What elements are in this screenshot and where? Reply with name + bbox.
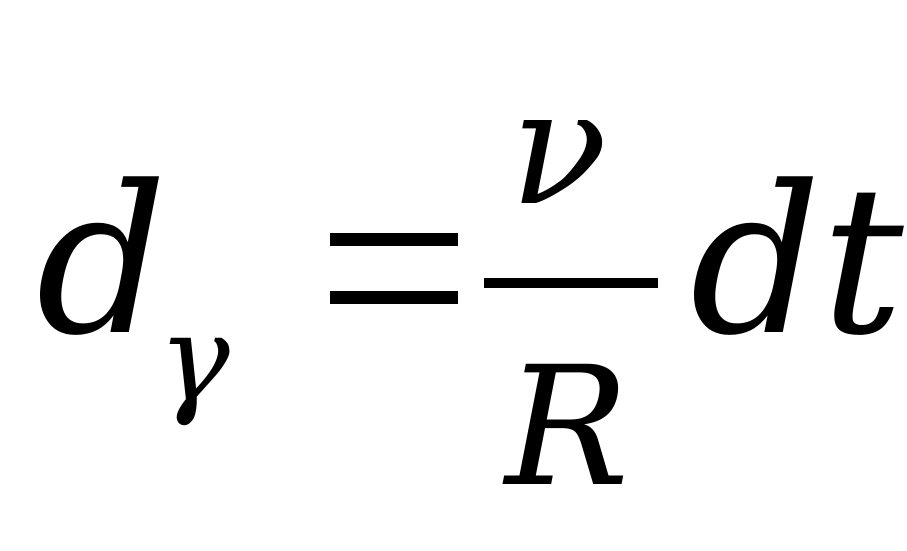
fraction-numerator: ν [510,54,608,241]
lhs-base-variable: d [36,143,168,381]
fraction-denominator: R [505,331,630,523]
equals-sign [330,233,458,305]
lhs-subscript: γ [158,290,230,429]
rhs-differential: dt [690,143,904,381]
equals-sign-bottom-bar [330,291,458,304]
equals-sign-top-bar [330,233,458,246]
fraction-bar [484,278,658,288]
